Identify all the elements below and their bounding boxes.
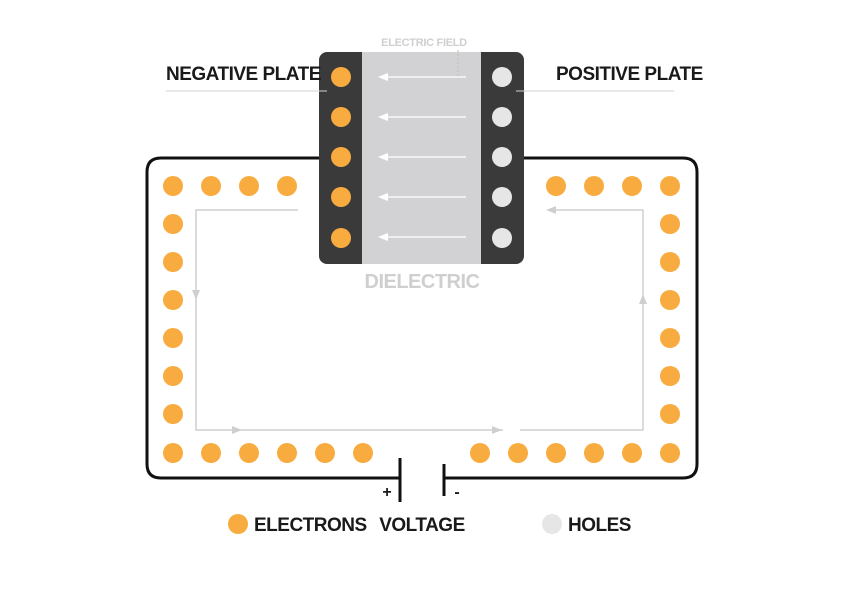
circuit-wire-right: [444, 156, 699, 480]
legend-electron-swatch: [228, 514, 248, 534]
legend-voltage-label: VOLTAGE: [379, 515, 465, 536]
electric-field-arrows: [378, 73, 466, 241]
legend-holes-label: HOLES: [568, 515, 631, 536]
current-flow-path: [195, 209, 644, 431]
legend-hole-swatch: [542, 514, 562, 534]
minus-sign: -: [454, 484, 459, 501]
plus-sign: +: [382, 484, 391, 501]
positive-plate-holes: [492, 67, 512, 248]
legend: ELECTRONS VOLTAGE HOLES: [228, 514, 631, 536]
wire-electrons: [163, 176, 680, 463]
dielectric-region: [362, 52, 481, 264]
legend-electrons-label: ELECTRONS: [254, 515, 367, 536]
negative-plate-label: NEGATIVE PLATE: [166, 64, 321, 85]
negative-plate-electrons: [331, 67, 351, 248]
dielectric-label: DIELECTRIC: [365, 271, 480, 293]
circuit-wire-left: [145, 156, 400, 480]
current-flow-arrowheads: [192, 206, 647, 434]
electric-field-label: ELECTRIC FIELD: [381, 37, 467, 49]
positive-plate-label: POSITIVE PLATE: [556, 64, 703, 85]
